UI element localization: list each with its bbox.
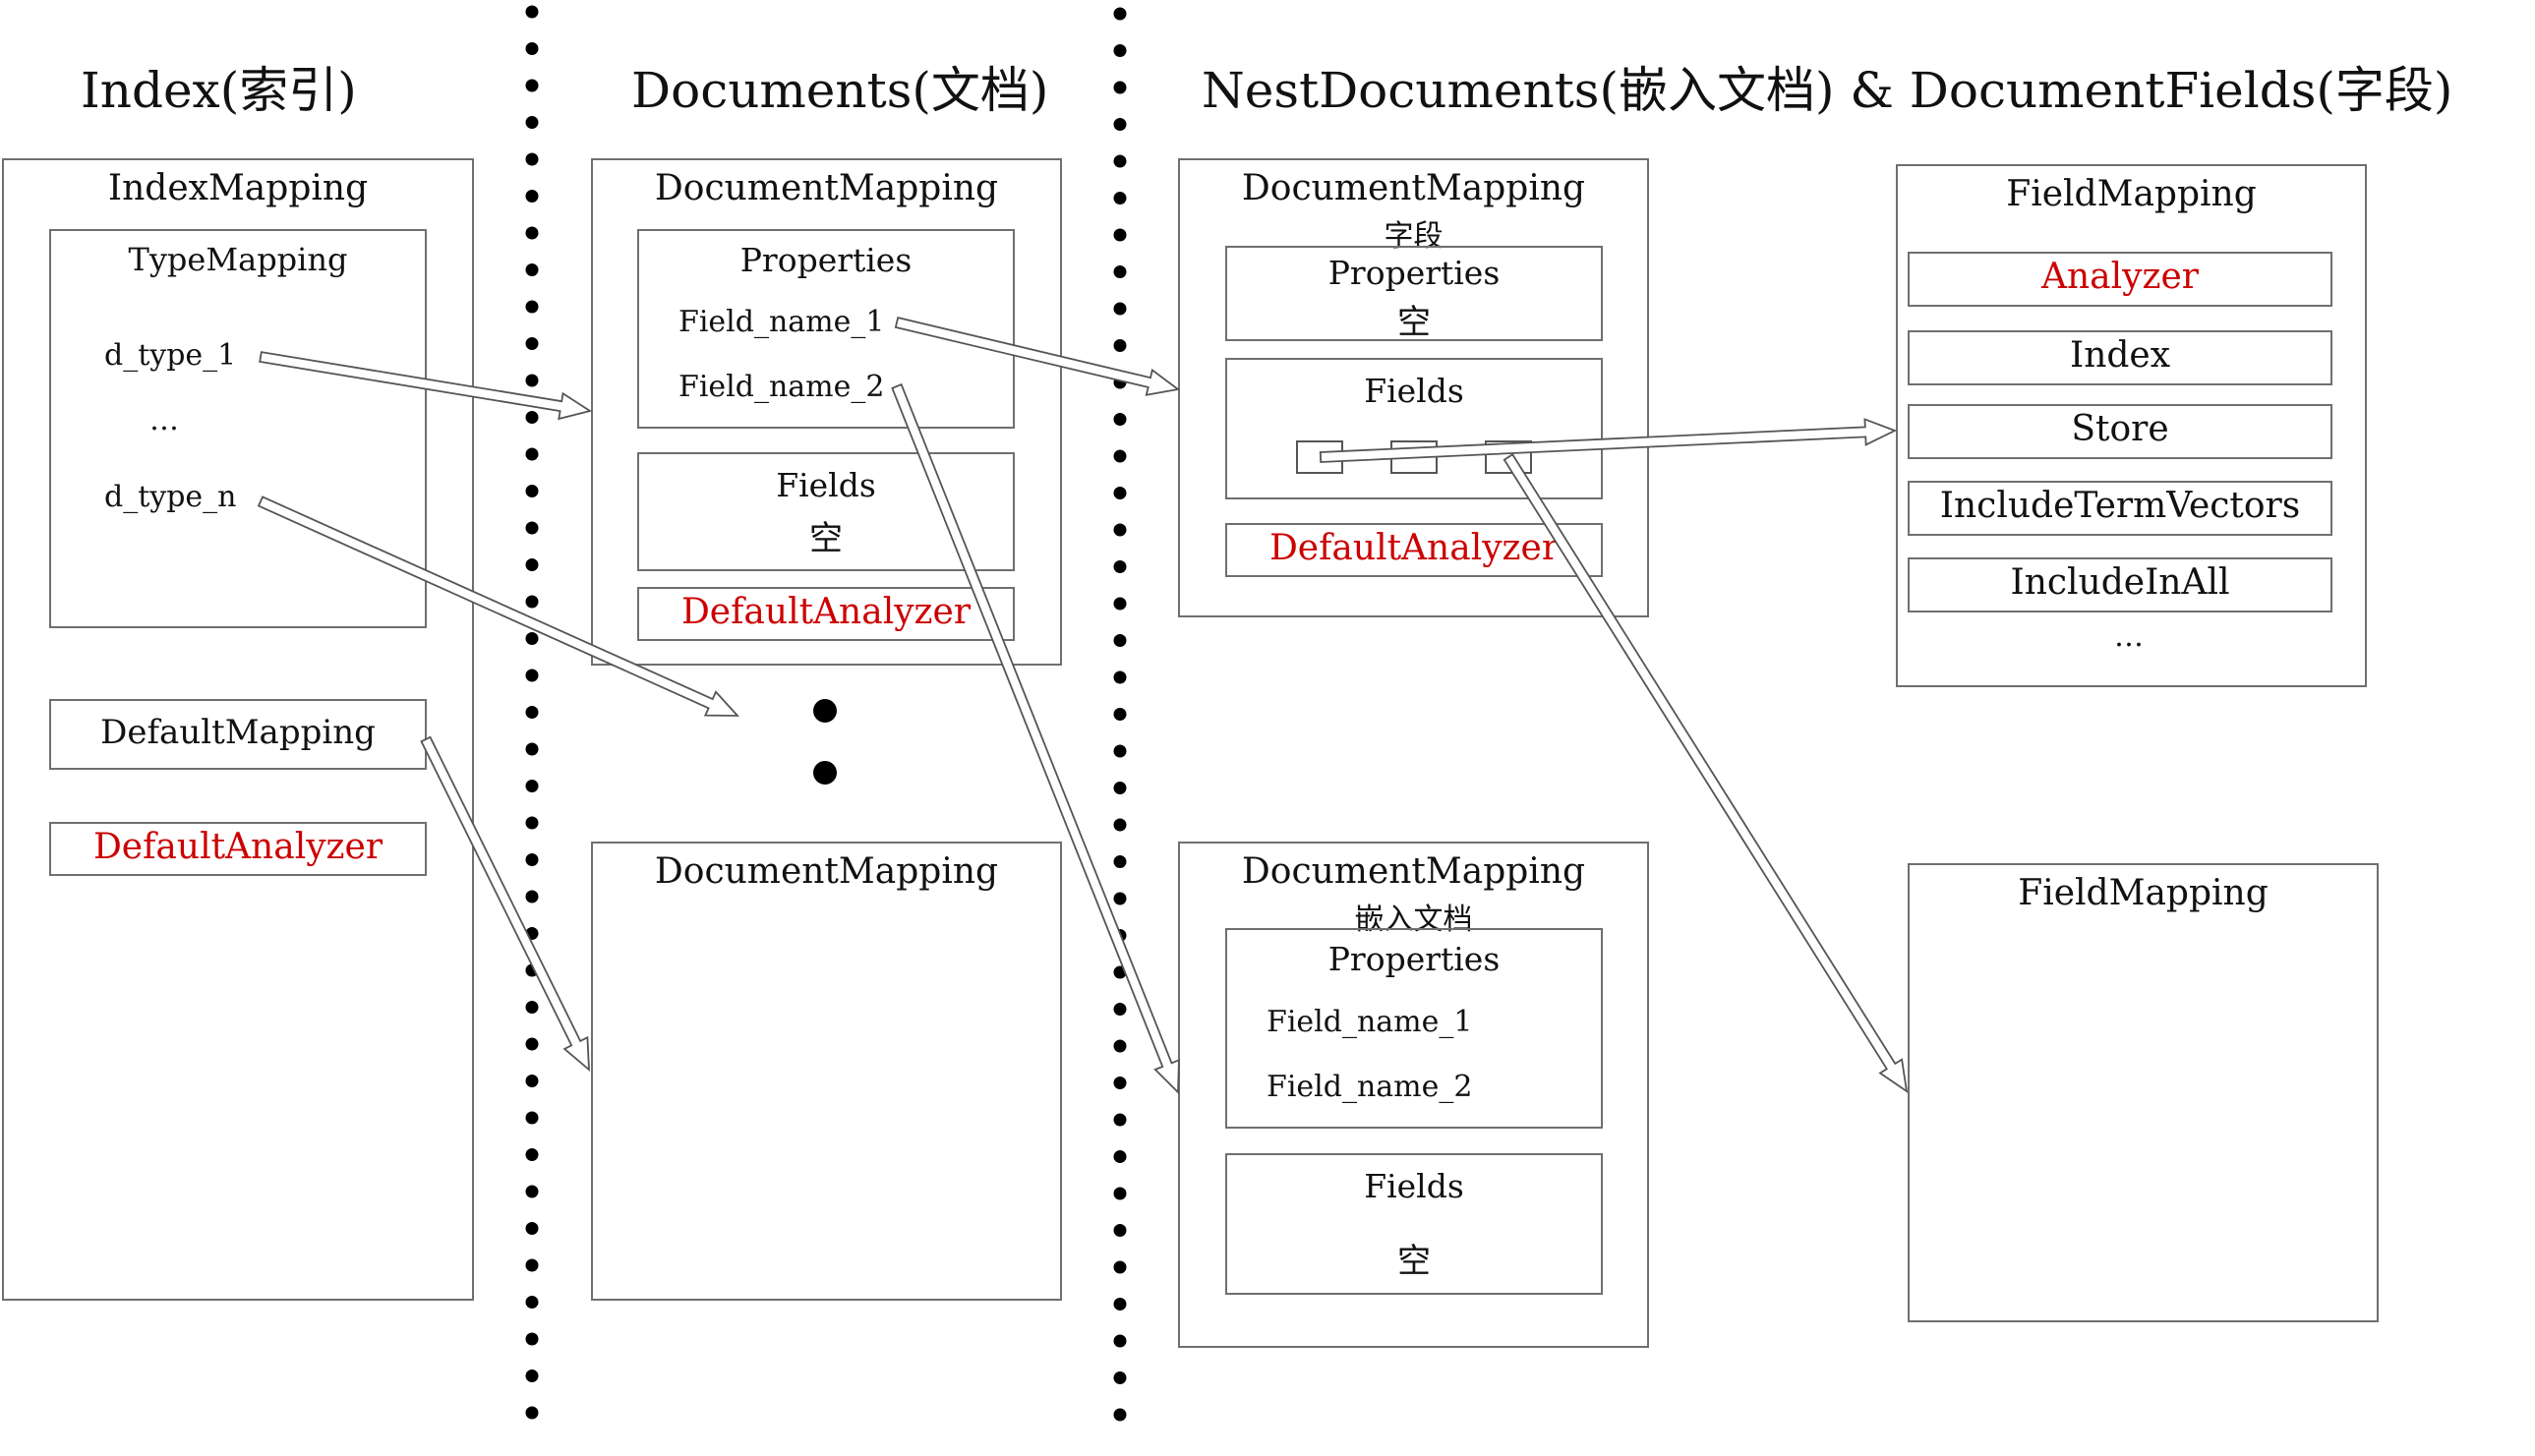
nested-field-fields-title: Fields bbox=[1364, 372, 1464, 410]
index-default-analyzer-label: DefaultAnalyzer bbox=[92, 827, 383, 867]
nested-embedded-field-name-1: Field_name_1 bbox=[1267, 1005, 1473, 1039]
field-mapping-1-box: FieldMapping bbox=[1896, 164, 2367, 687]
doc1-default-analyzer-label: DefaultAnalyzer bbox=[680, 592, 972, 632]
nested-doc-embedded-subtitle: 嵌入文档 bbox=[1354, 903, 1473, 937]
doc1-field-name-2: Field_name_2 bbox=[678, 370, 885, 404]
index-mapping-box: IndexMapping bbox=[2, 158, 474, 1301]
nested-field-default-analyzer-label: DefaultAnalyzer bbox=[1268, 528, 1560, 568]
type-item-ellipsis: … bbox=[149, 403, 179, 437]
header-documents: Documents(文档) bbox=[631, 62, 1049, 119]
nested-field-fields-box: Fields bbox=[1225, 358, 1603, 499]
doc1-properties-title: Properties bbox=[739, 241, 913, 279]
field-mapping-2-box: FieldMapping bbox=[1908, 863, 2379, 1322]
doc1-fields-box: Fields 空 bbox=[637, 452, 1015, 571]
document-mapping-1-title: DocumentMapping bbox=[654, 168, 999, 208]
arrow-slot-to-fieldmapping bbox=[1319, 418, 1898, 463]
nested-doc-field-title: DocumentMapping bbox=[1241, 168, 1586, 208]
doc-ellipsis-dot-1 bbox=[813, 699, 837, 723]
fm1-include-term-vectors-label: IncludeTermVectors bbox=[1939, 486, 2301, 526]
arrow-dtypen-to-ellipsis bbox=[257, 495, 740, 717]
fm1-include-term-vectors-box: IncludeTermVectors bbox=[1908, 481, 2332, 536]
type-item-1: d_type_1 bbox=[104, 338, 237, 373]
nested-embedded-fields-title: Fields bbox=[1364, 1167, 1464, 1205]
nested-embedded-field-name-2: Field_name_2 bbox=[1267, 1070, 1473, 1104]
arrow-dtype1-to-doc1 bbox=[259, 351, 593, 421]
type-mapping-box: TypeMapping bbox=[49, 229, 427, 628]
arrow-field2-to-nested-emb bbox=[891, 382, 1180, 1095]
nested-field-slot-3 bbox=[1485, 440, 1532, 474]
nested-field-properties-box: Properties 空 bbox=[1225, 246, 1603, 342]
document-mapping-1-box: DocumentMapping bbox=[591, 158, 1062, 666]
default-mapping-box: DefaultMapping bbox=[49, 699, 427, 770]
type-item-n: d_type_n bbox=[104, 480, 237, 514]
nested-embedded-properties-box: Properties bbox=[1225, 928, 1603, 1129]
document-mapping-2-box: DocumentMapping bbox=[591, 842, 1062, 1301]
fm1-index-box: Index bbox=[1908, 330, 2332, 385]
field-mapping-2-title: FieldMapping bbox=[2018, 873, 2269, 913]
default-mapping-label: DefaultMapping bbox=[100, 713, 376, 752]
header-nest-fields: NestDocuments(嵌入文档) & DocumentFields(字段) bbox=[1202, 62, 2453, 119]
nested-embedded-fields-box: Fields 空 bbox=[1225, 1153, 1603, 1295]
doc1-field-name-1: Field_name_1 bbox=[678, 305, 885, 339]
nested-field-properties-empty: 空 bbox=[1397, 303, 1431, 342]
type-mapping-title: TypeMapping bbox=[128, 241, 348, 278]
fm1-store-box: Store bbox=[1908, 404, 2332, 459]
nested-field-properties-title: Properties bbox=[1327, 254, 1501, 292]
nested-doc-field-box: DocumentMapping 字段 bbox=[1178, 158, 1649, 617]
arrow-default-to-doc2 bbox=[420, 735, 591, 1073]
fm1-include-in-all-box: IncludeInAll bbox=[1908, 557, 2332, 612]
index-mapping-title: IndexMapping bbox=[107, 168, 369, 208]
doc1-fields-title: Fields bbox=[776, 466, 876, 504]
fm1-include-in-all-label: IncludeInAll bbox=[2010, 562, 2230, 603]
nested-doc-field-subtitle: 字段 bbox=[1384, 219, 1444, 254]
doc1-default-analyzer-box: DefaultAnalyzer bbox=[637, 587, 1015, 641]
header-index: Index(索引) bbox=[81, 62, 357, 119]
arrow-slot3-to-fieldmapping2 bbox=[1503, 453, 1909, 1093]
doc-ellipsis-dot-2 bbox=[813, 761, 837, 785]
fm1-more-ellipsis: … bbox=[2114, 619, 2144, 654]
index-default-analyzer-box: DefaultAnalyzer bbox=[49, 822, 427, 876]
fm1-index-label: Index bbox=[2069, 335, 2171, 376]
doc1-properties-box: Properties bbox=[637, 229, 1015, 429]
field-mapping-1-title: FieldMapping bbox=[2006, 174, 2257, 214]
nested-embedded-properties-title: Properties bbox=[1327, 940, 1501, 978]
arrow-field1-to-nested-field bbox=[894, 317, 1181, 396]
document-mapping-2-title: DocumentMapping bbox=[654, 851, 999, 892]
nested-embedded-fields-empty: 空 bbox=[1397, 1242, 1431, 1281]
nested-field-default-analyzer-box: DefaultAnalyzer bbox=[1225, 523, 1603, 577]
fm1-store-label: Store bbox=[2071, 409, 2169, 449]
fm1-analyzer-label: Analyzer bbox=[2041, 257, 2199, 297]
fm1-analyzer-box: Analyzer bbox=[1908, 252, 2332, 307]
doc1-fields-empty: 空 bbox=[809, 519, 843, 558]
nested-doc-embedded-box: DocumentMapping 嵌入文档 bbox=[1178, 842, 1649, 1348]
nested-doc-embedded-title: DocumentMapping bbox=[1241, 851, 1586, 892]
